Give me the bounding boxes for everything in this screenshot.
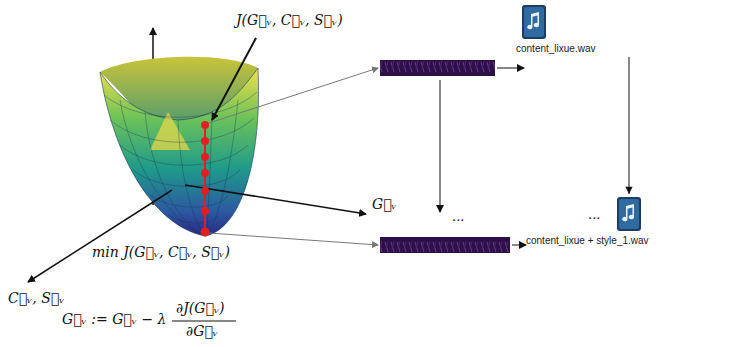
update-rule: G⃗ᵥ := G⃗ᵥ − λ: [62, 311, 166, 327]
fraction-numerator: ∂J(G⃗ᵥ): [176, 300, 225, 316]
ellipsis: ...: [452, 210, 464, 225]
flow-arrow: [440, 80, 441, 212]
leader-arrow: [209, 233, 378, 245]
surface-mesh: [104, 92, 257, 236]
fraction-bar: [172, 321, 236, 322]
surface-ridge: [150, 112, 190, 150]
audio-file-icon: [616, 196, 642, 232]
fraction-denominator: ∂G⃗ᵥ: [186, 323, 218, 339]
flow-arrow: [629, 57, 630, 194]
flow-arrow: [497, 68, 524, 69]
spectrogram: [380, 237, 510, 253]
surface-back: [100, 57, 258, 236]
cost-function: J(G⃗ᵥ, C⃗ᵥ, S⃗ᵥ): [236, 12, 343, 28]
axis: [185, 185, 366, 214]
audio-file: content_lixue.wav: [516, 4, 650, 54]
axis-label: C⃗ᵥ, S⃗ᵥ: [8, 290, 64, 306]
minimum-label: min J(G⃗ᵥ, C⃗ᵥ, S⃗ᵥ): [92, 244, 230, 260]
file-name: content_lixue + style_1.wav: [526, 235, 690, 246]
audio-file: content_lixue + style_1.wav: [526, 196, 690, 246]
leader-arrow: [209, 68, 378, 123]
file-name: content_lixue.wav: [516, 43, 650, 54]
leader-arrow: [212, 38, 256, 120]
axis-label: G⃗ᵥ: [372, 196, 397, 212]
ellipsis: ...: [588, 208, 600, 223]
descent-dots: [201, 121, 210, 237]
spectrogram: [380, 60, 495, 76]
arrowhead: [625, 187, 632, 194]
axis: [28, 190, 172, 282]
audio-file-icon: [521, 4, 547, 40]
surface: [100, 68, 259, 236]
flow-arrow: [512, 245, 526, 246]
